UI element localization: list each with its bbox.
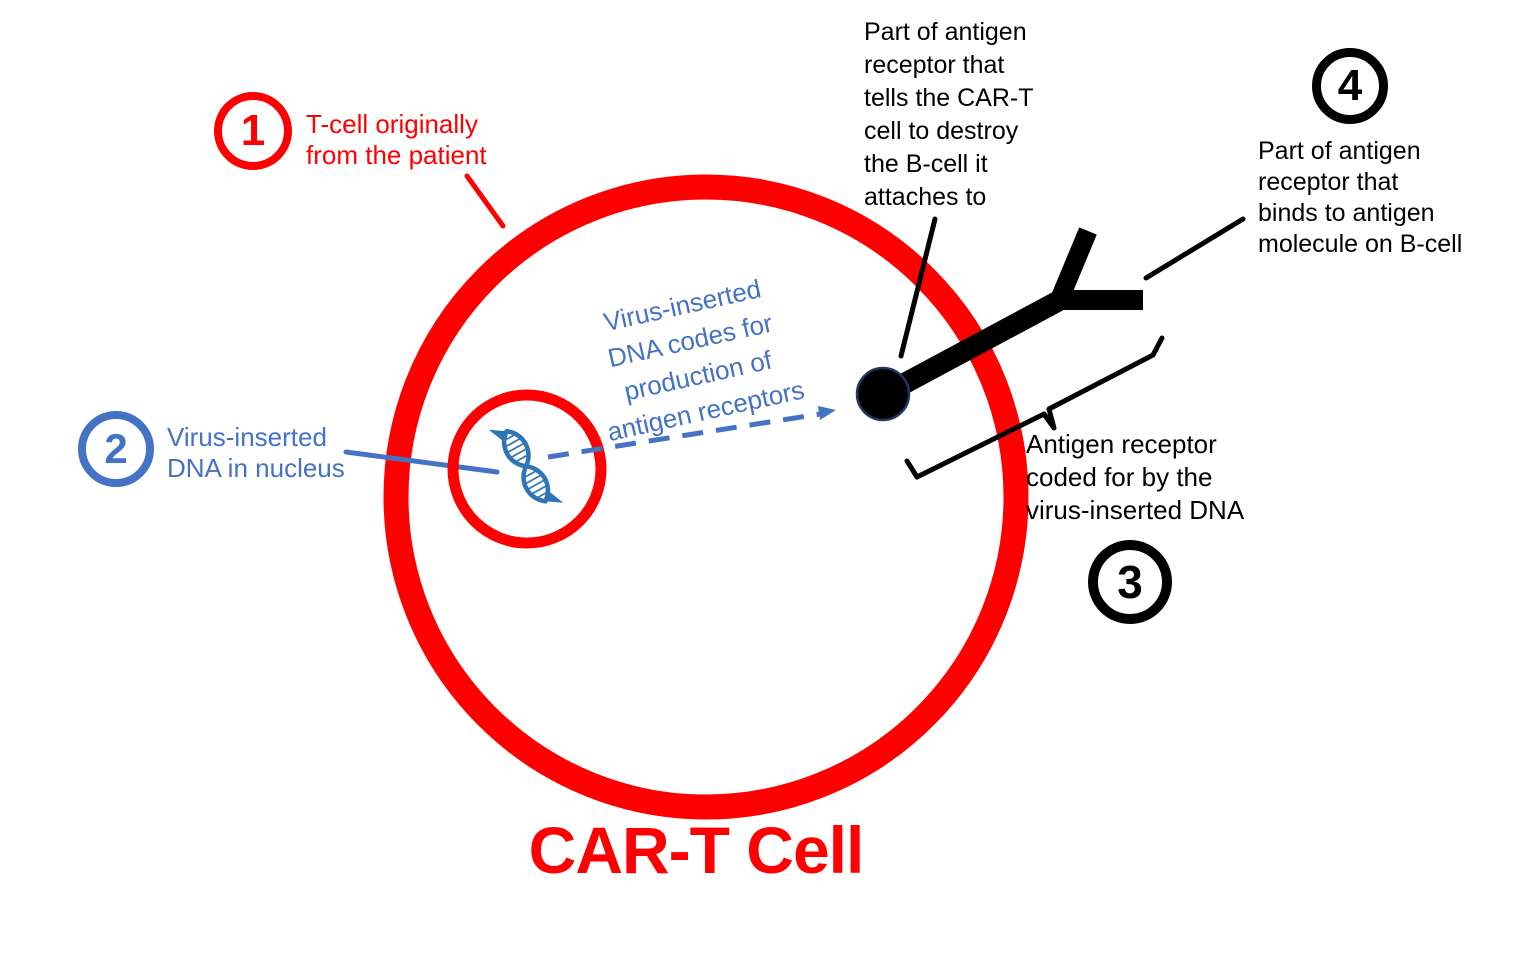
step3-badge: 3 [1088,540,1172,624]
step2-connector-line [343,449,500,475]
step4-label: Part of antigen receptor that binds to a… [1258,136,1462,260]
step1-label: T-cell originally from the patient [306,109,487,171]
antigen-receptor-icon [855,227,1143,422]
label-line: receptor that [864,51,1005,79]
diagram-title: CAR-T Cell [528,813,865,887]
label-line: attaches to [864,183,987,211]
step1-connector-line [464,173,506,229]
receptor-bracket [904,335,1165,480]
step4-badge: 4 [1312,48,1388,124]
label-line: Antigen receptor [1026,429,1217,459]
label-line: the B-cell it [864,150,988,178]
label-line: T-cell originally [306,109,478,139]
label-line: coded for by the [1026,462,1213,492]
dashed-arrow-head [818,406,836,420]
step3-label: Antigen receptor coded for by the virus-… [1026,428,1244,527]
label-line: molecule on B-cell [1258,230,1463,258]
label-line: Virus-inserted [167,422,327,452]
label-line: Part of antigen [864,18,1027,46]
dna-to-receptor-dashed-arrow [547,411,821,460]
label-line: Part of antigen [1258,137,1421,165]
label-line: DNA in nucleus [167,453,345,483]
step2-label: Virus-inserted DNA in nucleus [167,422,345,484]
label-line: from the patient [306,140,487,170]
receptor-signal-dot [855,366,911,422]
label-line: binds to antigen [1258,199,1435,227]
nucleus-circle [447,389,607,549]
label-line: virus-inserted DNA [1026,495,1245,525]
cell-membrane-circle [383,174,1029,820]
label-line: receptor that [1258,168,1399,196]
label-line: cell to destroy [864,117,1019,145]
label-line: tells the CAR-T [864,84,1034,112]
signal-connector-line [898,216,938,359]
step2-badge: 2 [78,411,154,487]
dna-icon [488,429,564,504]
step1-badge: 1 [214,92,292,170]
signal-domain-label: Part of antigen receptor that tells the … [864,16,1033,214]
step4-connector-line [1143,216,1246,281]
